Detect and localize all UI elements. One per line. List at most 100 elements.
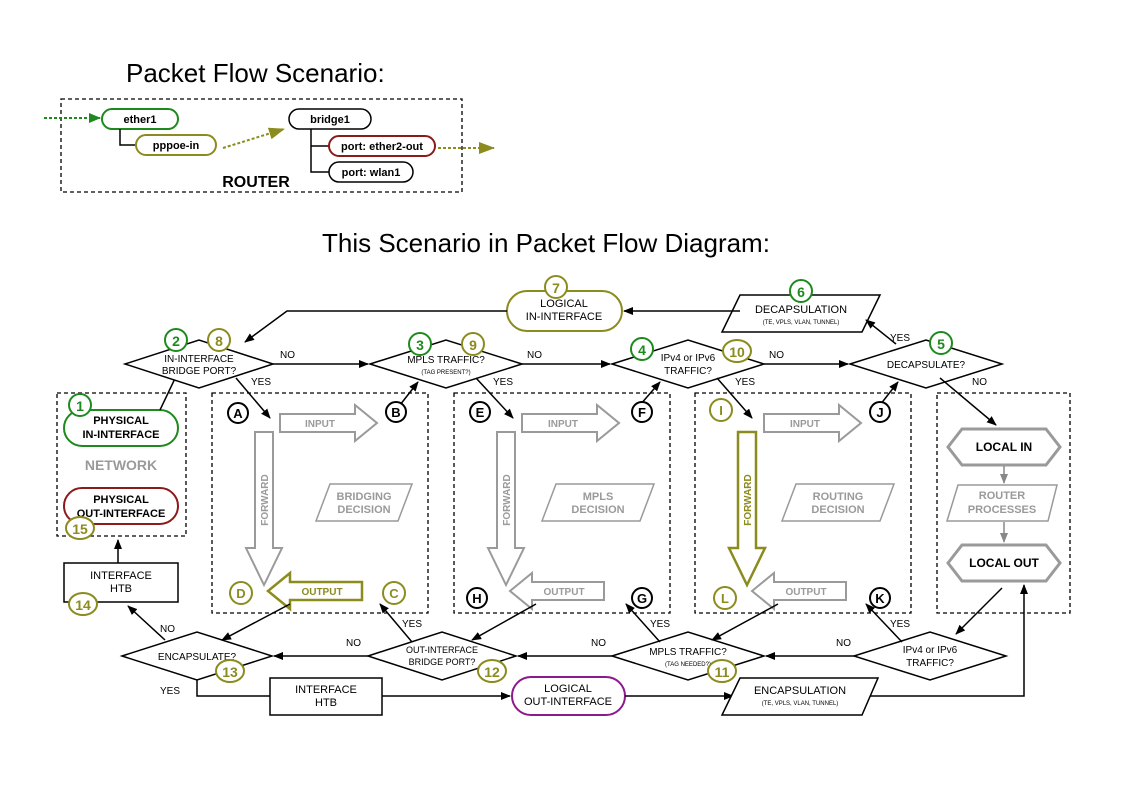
ip-yes-label: YES [735,377,755,388]
local-out-label: LOCAL OUT [969,556,1039,570]
step-15-label: 15 [72,521,88,537]
router-processes-label-1: ROUTER [979,490,1026,502]
mpls-no-label: NO [527,350,542,361]
h-to-out-bridge-arrow [471,603,537,641]
d-ip-top-label-1: IPv4 or IPv6 [661,353,716,364]
marker-B [385,401,407,423]
marker-A [227,402,249,424]
htb-left-label-1: INTERFACE [90,570,152,582]
step-10 [722,339,752,363]
step-2 [164,328,188,352]
d-bridge-label-2: BRIDGE PORT? [162,366,237,377]
marker-C [382,581,406,605]
mpls-input-arrow [521,402,621,444]
htb-bottom-label-2: HTB [315,697,337,709]
bridging-forward-arrow [244,431,284,588]
mpls-forward-label: FORWARD [502,474,513,525]
step-3 [408,332,432,356]
router-frame [60,98,463,193]
decap-no-label: NO [972,377,987,388]
routing-box [694,392,912,614]
pppoe-to-bridge-arrow [222,127,285,149]
decap-box-label-2: (TE, VPLS, VLAN, TUNNEL) [763,320,840,326]
bridging-input-arrow [279,402,379,444]
decapsulation-box [720,294,882,333]
marker-K [869,587,891,609]
bridging-decision [314,483,414,522]
decision-decapsulate [847,339,1005,389]
d-decap-label: DECAPSULATE? [887,360,966,371]
logical-in-label-1: LOGICAL [540,298,588,310]
d-to-encap-arrow [221,603,291,641]
d-encap-label: ENCAPSULATE? [158,652,237,663]
step-1-label: 1 [76,398,84,414]
router-processes [945,484,1058,522]
step-14 [68,592,98,616]
step-6 [789,279,813,303]
ip-yes-arrow [716,377,753,419]
pppoe-node [135,134,217,156]
step-7-label: 7 [552,280,560,296]
d-mpls-needed-label-2: (TAG NEEDED?) [665,662,711,668]
mpls-decision-label-2: DECISION [571,504,624,516]
bridge1-label: bridge1 [310,114,350,126]
j-to-decap-arrow [879,381,899,406]
port-wlan-label: port: wlan1 [342,167,401,179]
step-13 [215,659,245,683]
ether1-node [101,108,179,130]
step-11 [707,659,737,683]
local-out-to-ip-arrow [955,587,1003,635]
routing-output-arrow [750,570,847,612]
out-bridge-no-label: NO [346,638,361,649]
encap-to-local-out-arrow [870,584,1028,697]
step-5 [929,331,953,355]
marker-K-label: K [875,591,885,606]
routing-forward-arrow [727,430,767,588]
step-7 [544,275,568,299]
decision-ip-traffic-bottom [851,631,1009,681]
ip-bottom-no-label: NO [836,638,851,649]
mpls-decision [540,483,656,522]
physical-in-label-2: IN-INTERFACE [83,429,160,441]
network-label: NETWORK [85,457,157,473]
marker-J-label: J [876,405,883,420]
router-label: ROUTER [222,174,290,191]
marker-E [469,401,491,423]
local-box [936,392,1071,614]
step-15 [65,516,95,540]
bridge-yes-label: YES [251,377,271,388]
port-ether2-label: port: ether2-out [341,141,423,153]
step-14-label: 14 [75,597,91,613]
marker-C-label: C [389,586,399,601]
bridging-forward-label: FORWARD [260,474,271,525]
encapsulation-box [720,677,880,716]
ip-no-label: NO [769,350,784,361]
out-bridge-yes-arrow [379,603,413,643]
local-in-label: LOCAL IN [976,440,1032,454]
physical-out-interface [63,487,179,525]
mpls-output-arrow [508,570,605,612]
logical-out-label-1: LOGICAL [544,683,592,695]
decap-yes-label: YES [890,333,910,344]
step-12 [477,659,507,683]
step-4-label: 4 [638,342,646,358]
page-title: Packet Flow Scenario: [126,58,385,88]
d-mpls-label-1: MPLS TRAFFIC? [407,355,485,366]
bridging-decision-label-2: DECISION [337,504,390,516]
interface-htb-bottom [269,677,383,716]
step-markers: 1 2 3 4 5 6 7 8 9 10 11 12 13 14 15 [65,275,953,683]
step-5-label: 5 [937,336,945,352]
bridge-yes-arrow [235,377,271,419]
step-2-label: 2 [172,333,180,349]
ether1-link [119,129,136,146]
physical-out-label-1: PHYSICAL [93,494,149,506]
marker-H [466,587,488,609]
encap-yes-line [196,680,270,697]
bridging-output-arrow [266,570,364,612]
marker-I-label: I [719,403,723,418]
mpls-bottom-no-label: NO [591,638,606,649]
logical-in-to-bridge-arrow [244,310,507,343]
physical-out-label-2: OUT-INTERFACE [77,508,166,520]
decap-yes-arrow [865,319,897,345]
